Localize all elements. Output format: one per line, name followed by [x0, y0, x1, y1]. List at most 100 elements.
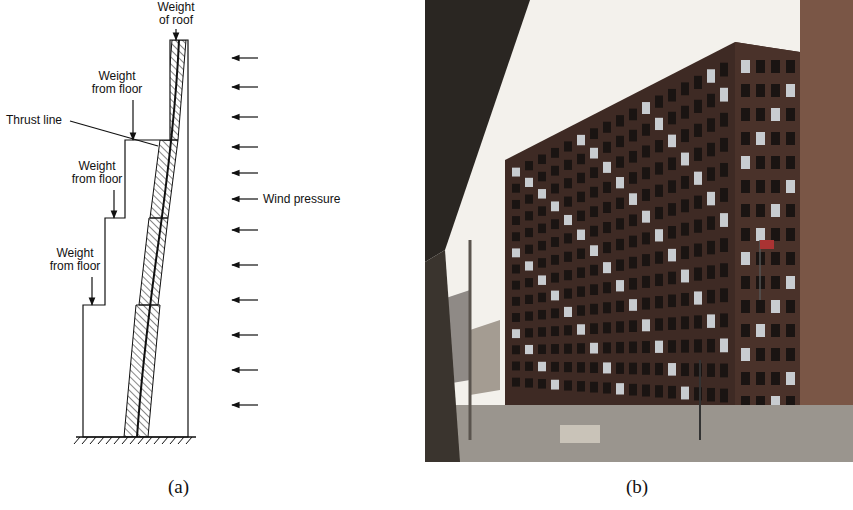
load-label: Weight from floor [44, 247, 106, 273]
window [707, 265, 715, 278]
window [616, 259, 624, 270]
window [512, 378, 520, 387]
window [512, 345, 520, 354]
window [642, 276, 650, 288]
window [551, 291, 559, 301]
window [771, 348, 780, 361]
platform-edge [425, 250, 460, 462]
window [577, 305, 585, 315]
window [577, 135, 585, 145]
window [564, 362, 572, 372]
window [720, 63, 728, 77]
ground-hatch [74, 437, 192, 444]
window [756, 204, 765, 217]
window [564, 380, 572, 390]
window [538, 362, 546, 371]
window [642, 189, 650, 201]
ground-tick [154, 437, 160, 444]
window [525, 312, 533, 321]
window [564, 160, 572, 170]
window [681, 270, 689, 283]
window [551, 184, 559, 194]
window [756, 348, 765, 361]
window [577, 192, 585, 202]
window [786, 60, 795, 73]
ground-tick [114, 437, 120, 444]
lamp-post [699, 360, 701, 440]
roof-load-arrow [175, 29, 176, 40]
window [629, 130, 637, 142]
window [577, 362, 585, 372]
window [756, 300, 765, 313]
window [681, 129, 689, 142]
window [538, 379, 546, 388]
window [603, 202, 611, 213]
window [603, 302, 611, 313]
window [590, 128, 598, 139]
window [551, 326, 559, 336]
building-facade [505, 42, 800, 440]
ground-tick [186, 437, 192, 444]
window [564, 288, 572, 298]
bus [560, 425, 600, 443]
window [707, 118, 715, 131]
window [668, 135, 676, 148]
ground-tick [82, 437, 88, 444]
window [538, 206, 546, 215]
window [771, 276, 780, 289]
photo-sky [425, 0, 853, 462]
window [512, 248, 520, 257]
window [525, 328, 533, 337]
window [603, 282, 611, 293]
window [577, 249, 585, 259]
window [720, 163, 728, 177]
window [681, 106, 689, 119]
window [756, 84, 765, 97]
figure-caption: (a) [168, 476, 189, 498]
window [525, 261, 533, 270]
figure-caption: (b) [626, 476, 648, 498]
window [616, 136, 624, 147]
window [771, 60, 780, 73]
window [512, 232, 520, 241]
wind-arrow [232, 264, 258, 265]
window [681, 82, 689, 95]
window [564, 197, 572, 207]
window [741, 180, 750, 193]
window [603, 322, 611, 333]
window [564, 215, 572, 225]
window [538, 224, 546, 233]
window [629, 151, 637, 163]
wind-label: Wind pressure [263, 193, 340, 206]
window [741, 252, 750, 265]
window [616, 280, 624, 291]
ground-tick [98, 437, 104, 444]
window [786, 324, 795, 337]
window [707, 314, 715, 327]
window [786, 156, 795, 169]
window [629, 236, 637, 248]
window [694, 124, 702, 137]
window [525, 195, 533, 204]
window [642, 363, 650, 375]
window [720, 88, 728, 102]
window [564, 252, 572, 262]
window [786, 372, 795, 385]
window [681, 387, 689, 400]
window [720, 188, 728, 202]
window [551, 237, 559, 247]
window [512, 265, 520, 274]
window [538, 189, 546, 198]
window [629, 299, 637, 311]
window [551, 344, 559, 354]
window [642, 232, 650, 244]
window [603, 362, 611, 373]
window [756, 180, 765, 193]
window [577, 211, 585, 221]
ground-tick [178, 437, 184, 444]
window [629, 342, 637, 354]
window [655, 207, 663, 219]
window [616, 342, 624, 353]
window [551, 273, 559, 283]
window [564, 325, 572, 335]
